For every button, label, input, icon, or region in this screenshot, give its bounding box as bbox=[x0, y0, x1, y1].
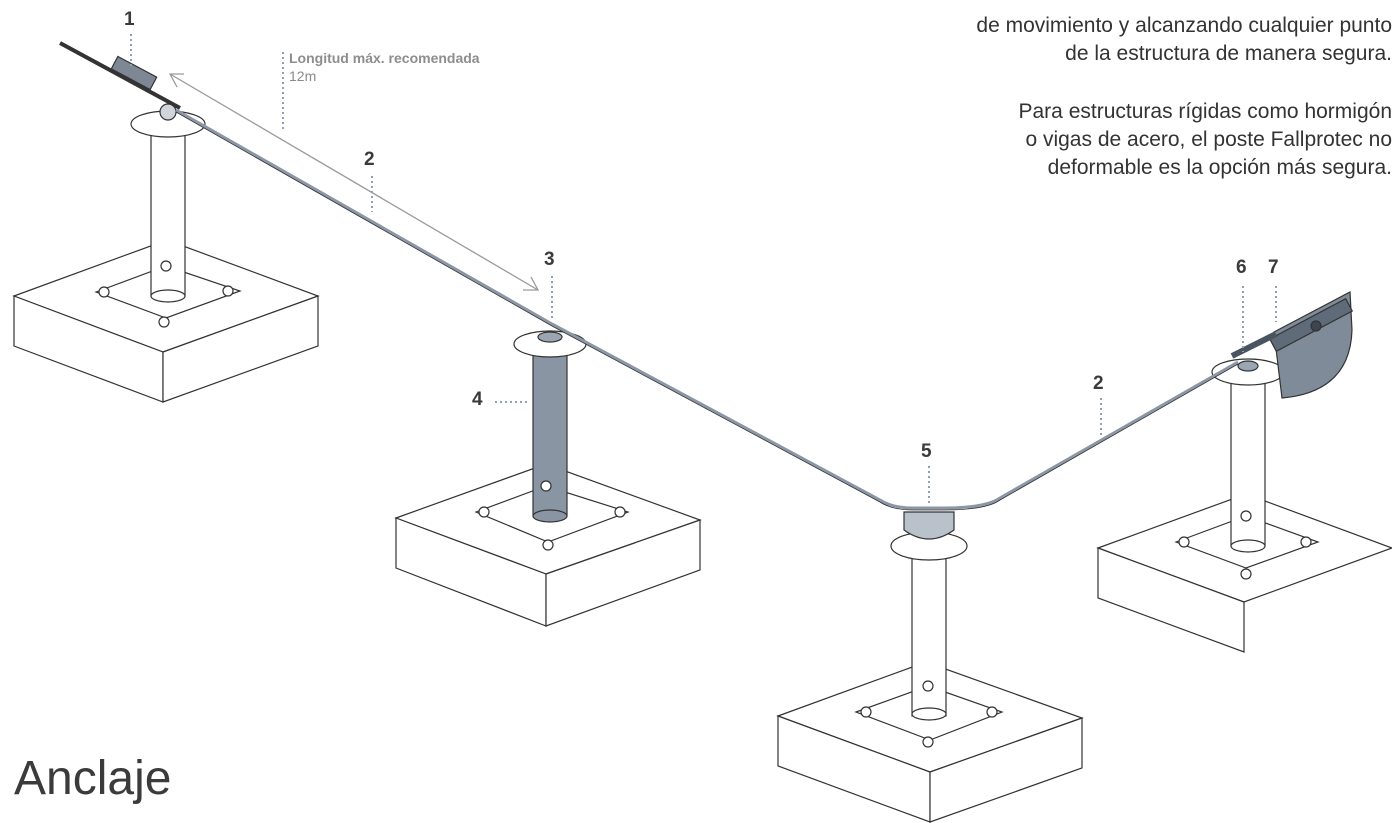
post-right bbox=[1096, 358, 1392, 653]
post-left bbox=[12, 110, 320, 403]
post-intermediate bbox=[394, 330, 702, 627]
paragraph2-line-1: Para estructuras rígidas como hormigón bbox=[1018, 100, 1392, 123]
section-heading: Anclaje bbox=[14, 752, 172, 805]
callout-2-cable-right: 2 bbox=[1093, 373, 1104, 394]
intro-line-2: de la estructura de manera segura. bbox=[1065, 42, 1392, 65]
callout-7: 7 bbox=[1268, 257, 1279, 278]
callout-4: 4 bbox=[472, 389, 483, 410]
post-corner bbox=[776, 511, 1084, 823]
intro-text: de movimiento y alcanzando cualquier pun… bbox=[792, 12, 1392, 182]
length-dimension-arrow bbox=[168, 73, 540, 291]
intro-line-1: de movimiento y alcanzando cualquier pun… bbox=[976, 14, 1392, 37]
cable-line bbox=[175, 108, 1239, 510]
tensioner-device bbox=[1230, 291, 1354, 399]
leader-lines bbox=[130, 34, 1277, 504]
paragraph2-line-3: deformable es la opción más segura. bbox=[1047, 156, 1392, 179]
paragraph2-line-2: o vigas de acero, el poste Fallprotec no bbox=[1025, 128, 1392, 151]
length-note: Longitud máx. recomendada 12m bbox=[289, 49, 480, 85]
length-note-value: 12m bbox=[289, 68, 317, 84]
callout-5: 5 bbox=[921, 441, 932, 462]
callout-6: 6 bbox=[1236, 257, 1247, 278]
callout-3: 3 bbox=[544, 249, 555, 270]
length-note-title: Longitud máx. recomendada bbox=[289, 50, 480, 66]
callout-2-cable: 2 bbox=[364, 149, 375, 170]
callout-1: 1 bbox=[124, 9, 135, 30]
end-fitting-1 bbox=[59, 41, 181, 121]
